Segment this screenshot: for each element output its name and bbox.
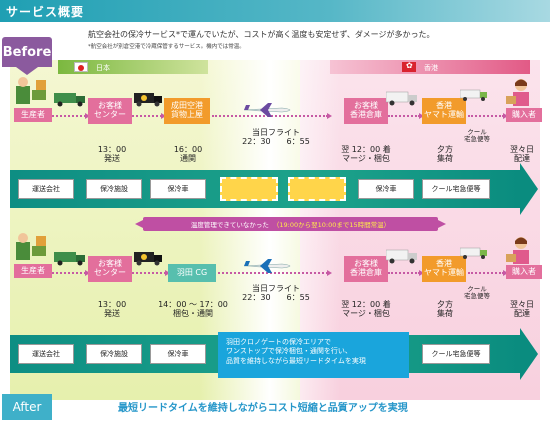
before-band-gap — [220, 177, 278, 201]
after-band-cell: 保冷車 — [150, 344, 206, 364]
after-node-haneda: 羽田 CG — [168, 264, 216, 282]
before-band-cell: 保冷施設 — [86, 179, 142, 199]
japan-flag-icon — [74, 62, 88, 72]
after-time-evening: 夕方 集荷 — [437, 300, 453, 319]
region-bar-hongkong — [330, 60, 530, 74]
before-band-cell: 保冷車 — [150, 179, 206, 199]
page-title: サービス概要 — [6, 5, 85, 19]
airplane-icon — [243, 103, 291, 117]
before-node-hk-yamato: 香港 ヤマト運輸 — [422, 98, 466, 124]
after-dotted-arrow-2 — [132, 270, 170, 276]
before-node-narita: 成田空港 貨物上屋 — [164, 98, 210, 124]
before-band-cell: 保冷車 — [358, 179, 414, 199]
before-dotted-arrow-1 — [52, 113, 90, 119]
intro-text: 航空会社の保冷サービス*で運んでいたが、コストが高く温度も安定せず、ダメージが多… — [88, 30, 435, 39]
before-time-flight: 当日フライト 22：30 6：55 — [242, 128, 310, 147]
after-node-hk-yamato: 香港 ヤマト運輸 — [422, 256, 466, 282]
before-dotted-arrow-3 — [388, 113, 424, 119]
truck-icon — [460, 247, 487, 259]
region-label-hongkong: 香港 — [424, 64, 438, 72]
after-time-center: 13：00 発送 — [97, 300, 127, 319]
after-dotted-arrow-1 — [52, 270, 90, 276]
truck-icon — [386, 91, 417, 106]
before-cool-label: クール 宅急便等 — [464, 128, 490, 144]
truck-icon — [54, 252, 85, 266]
truck-icon — [460, 89, 487, 101]
before-node-center: お客様 センター — [88, 98, 132, 124]
after-cool-label: クール 宅急便等 — [464, 285, 490, 301]
before-time-narita: 16：00 通関 — [173, 145, 203, 164]
haneda-callout: 羽田クロノゲートの保冷エリアで ワンストップで保冷梱包・通関を行い、 品質を維持… — [218, 332, 409, 378]
before-band-gap — [288, 177, 346, 201]
airplane-icon — [243, 259, 291, 273]
temperature-warning: 温度管理できていなかった （19:00から翌10:00まで15時間常温） — [135, 217, 446, 231]
region-label-japan: 日本 — [96, 64, 110, 72]
truck-icon — [134, 252, 162, 266]
truck-icon — [134, 93, 162, 107]
buyer-icon — [506, 237, 529, 264]
after-time-hk: 翌 12：00 着 マージ・梱包 — [341, 300, 391, 319]
after-tag: After — [2, 394, 52, 420]
before-dotted-arrow-2 — [132, 113, 166, 119]
after-dotted-arrow-4 — [468, 270, 508, 276]
after-node-center: お客様 センター — [88, 256, 132, 282]
region-bar-japan — [58, 60, 208, 74]
before-dotted-arrow-4 — [468, 113, 508, 119]
before-node-producer: 生産者 — [14, 108, 52, 122]
after-band-cell: クール宅急便等 — [422, 344, 490, 364]
before-band-arrowhead — [520, 163, 538, 215]
warning-detail: （19:00から翌10:00まで15時間常温） — [272, 221, 391, 229]
buyer-icon — [506, 79, 529, 106]
header-bar — [0, 0, 550, 22]
before-time-evening: 夕方 集荷 — [437, 145, 453, 164]
before-node-hk-warehouse: お客様 香港倉庫 — [344, 98, 388, 124]
warning-text: 温度管理できていなかった — [190, 221, 269, 229]
truck-icon — [54, 93, 85, 107]
after-band-cell: 運送会社 — [18, 344, 74, 364]
before-node-buyer: 購入者 — [506, 108, 542, 122]
after-band-arrowhead — [520, 328, 538, 380]
after-node-hk-warehouse: お客様 香港倉庫 — [344, 256, 388, 282]
after-node-producer: 生産者 — [14, 264, 52, 278]
after-dotted-arrow-3 — [388, 270, 424, 276]
after-node-buyer: 購入者 — [506, 265, 542, 279]
after-time-flight: 当日フライト 22：30 6：55 — [242, 284, 310, 303]
intro-note: *航空会社が別倉空港で冷蔵保管するサービス。機内では常温。 — [88, 44, 245, 50]
after-time-nextday: 翌々日 配達 — [510, 300, 534, 319]
truck-icon — [386, 249, 417, 264]
before-band-cell: 運送会社 — [18, 179, 74, 199]
before-tag: Before — [2, 37, 52, 75]
after-band-cell: 保冷施設 — [86, 344, 142, 364]
before-time-center: 13：00 発送 — [97, 145, 127, 164]
before-time-hk: 翌 12：00 着 マージ・梱包 — [341, 145, 391, 164]
farmer-icon — [16, 77, 46, 104]
footer-summary: 最短リードタイムを維持しながらコスト短縮と品質アップを実現 — [118, 403, 408, 414]
after-time-haneda: 14：00 ～ 17：00 梱包・通関 — [158, 300, 228, 319]
farmer-icon — [16, 233, 46, 260]
hongkong-flag-icon — [402, 61, 416, 72]
before-band-cell: クール宅急便等 — [422, 179, 490, 199]
before-time-nextday: 翌々日 配達 — [510, 145, 534, 164]
after-dotted-arrow-flight — [218, 270, 332, 276]
